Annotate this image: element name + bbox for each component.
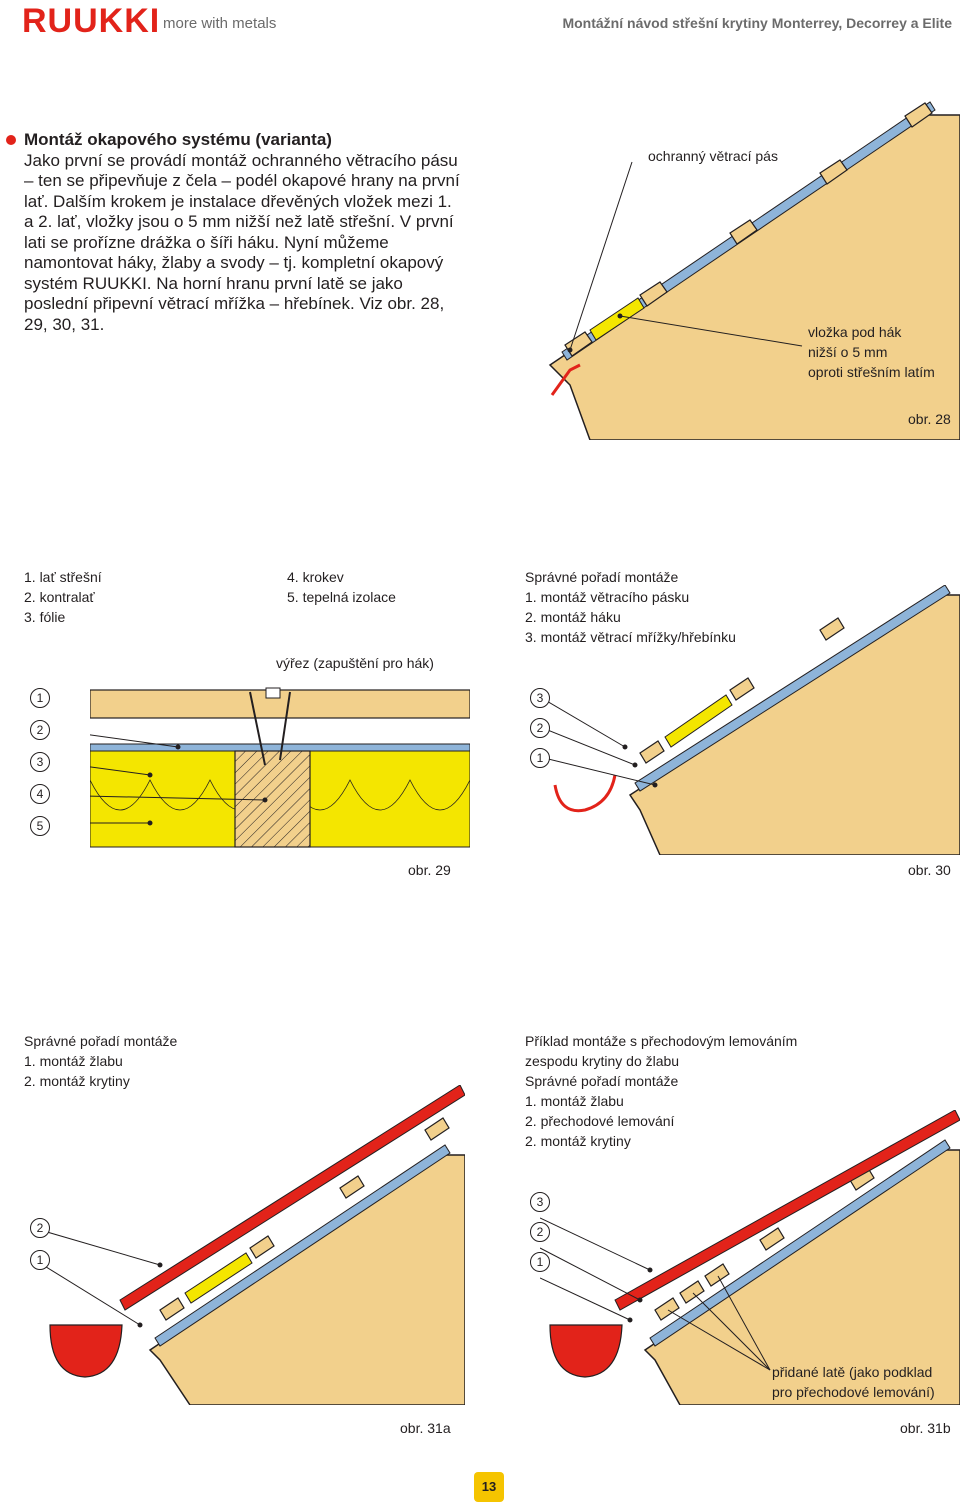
fig29-caption: obr. 29 (408, 862, 451, 878)
fig31b-marker-1: 1 (530, 1252, 550, 1272)
figure-31b-drawing (540, 1110, 960, 1405)
fig31a-caption: obr. 31a (400, 1420, 451, 1436)
fig30-marker-1: 1 (530, 748, 550, 768)
figure-28-drawing (548, 101, 960, 440)
fig31a-marker-1: 1 (30, 1250, 50, 1270)
fig29-marker-2: 2 (30, 720, 50, 740)
fig29-legend-right: 4. krokev 5. tepelná izolace (287, 569, 396, 605)
fig31a-marker-2: 2 (30, 1218, 50, 1238)
fig29-marker-1: 1 (30, 688, 50, 708)
figure-29-drawing (90, 687, 470, 848)
figure-30-drawing (540, 585, 960, 855)
figure-31a-drawing (40, 1085, 465, 1405)
fig30-legend: Správné pořadí montáže 1. montáž větrací… (525, 569, 736, 645)
fig29-marker-3: 3 (30, 752, 50, 772)
fig29-cut-label: výřez (zapuštění pro hák) (276, 655, 434, 671)
fig31a-legend: Správné pořadí montáže 1. montáž žlabu 2… (24, 1033, 178, 1089)
fig30-marker-2: 2 (530, 718, 550, 738)
fig28-label-side: vložka pod hák nižší o 5 mm oproti střeš… (808, 324, 935, 380)
fig31b-legend: Příklad montáže s přechodovým lemováním … (525, 1033, 798, 1149)
ruukki-logo: RUUKKI (22, 2, 161, 40)
fig29-legend-left: 1. lať střešní 2. kontralať 3. fólie (24, 569, 102, 625)
intro-heading: Montáž okapového systému (varianta) (24, 130, 332, 149)
fig29-marker-5: 5 (30, 816, 50, 836)
bullet-icon (6, 135, 16, 145)
fig30-caption: obr. 30 (908, 862, 951, 878)
document-title: Montážní návod střešní krytiny Monterrey… (562, 15, 952, 31)
fig31b-caption: obr. 31b (900, 1420, 951, 1436)
fig28-caption: obr. 28 (908, 411, 951, 427)
fig31b-marker-2: 2 (530, 1222, 550, 1242)
page-number: 13 (474, 1472, 504, 1502)
fig30-marker-3: 3 (530, 688, 550, 708)
fig31b-marker-3: 3 (530, 1192, 550, 1212)
fig29-marker-4: 4 (30, 784, 50, 804)
fig31b-added-label: přidané latě (jako podklad pro přechodov… (772, 1364, 935, 1400)
fig28-label-top: ochranný větrací pás (648, 148, 778, 164)
intro-body: Jako první se provádí montáž ochranného … (24, 150, 460, 334)
intro-section: Montáž okapového systému (varianta) Jako… (6, 130, 464, 335)
tagline: more with metals (163, 15, 277, 32)
